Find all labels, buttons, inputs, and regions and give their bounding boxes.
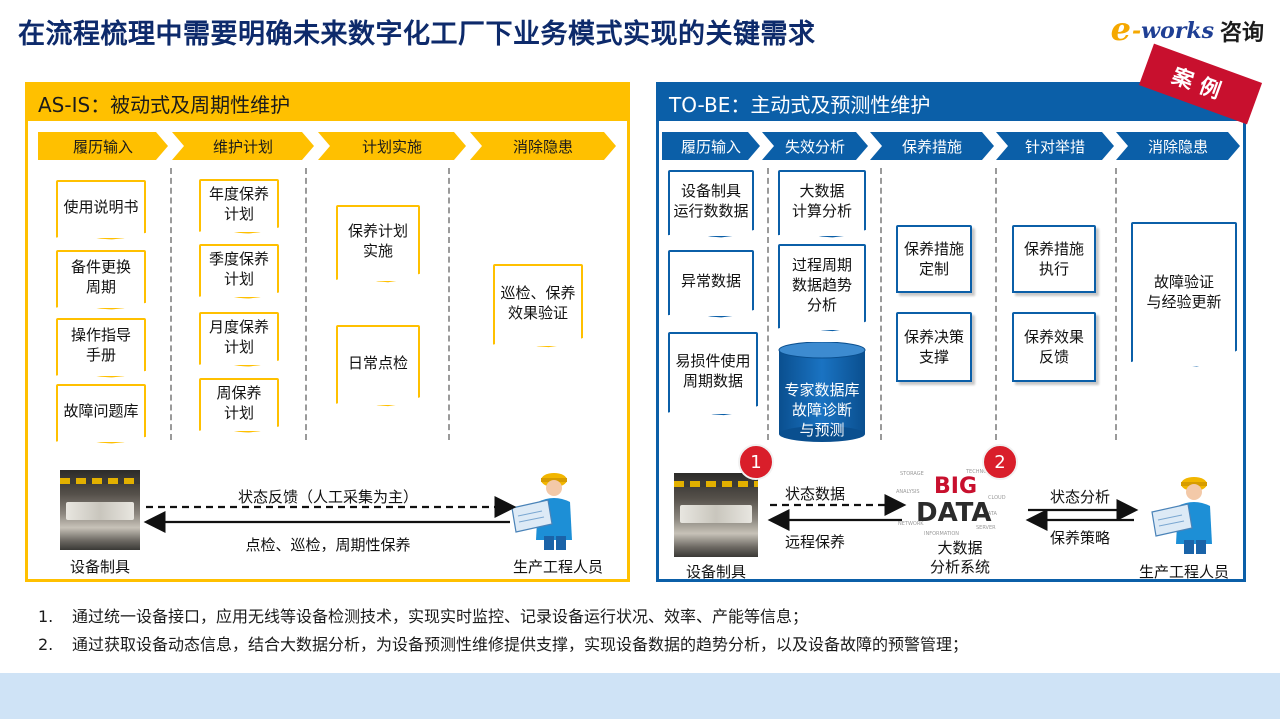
svg-text:DATA: DATA [984, 511, 997, 517]
big-data-wordcloud-icon: STORAGE TECHNOLOGY ANALYSIS CLOUD NETWORK S… [896, 469, 1006, 537]
tobe-equipment-photo [674, 473, 758, 557]
asis-doc-effect-verification: 巡检、保养 效果验证 [493, 264, 583, 348]
tobe-step-history-input: 履历输入 [662, 132, 760, 160]
asis-doc-spare-parts-cycle: 备件更换 周期 [56, 250, 146, 310]
svg-text:INFORMATION: INFORMATION [924, 531, 959, 537]
asis-doc-user-manual: 使用说明书 [56, 180, 146, 240]
asis-doc-weekly-plan: 周保养 计划 [199, 378, 279, 433]
tobe-bigdata-system-label: 大数据 分析系统 [929, 539, 990, 576]
tobe-doc-measure-customization: 保养措施 定制 [896, 225, 972, 293]
tobe-badge-2: 2 [982, 444, 1018, 480]
tobe-divider-3 [995, 168, 997, 440]
bigdata-data-text: DATA [916, 498, 992, 528]
eworks-logo: e -works 咨询 [1111, 12, 1264, 46]
svg-text:SERVER: SERVER [976, 525, 996, 531]
tobe-arrow-maintenance-strategy-label: 保养策略 [1049, 529, 1110, 547]
tobe-divider-1 [767, 168, 769, 440]
asis-doc-daily-inspection: 日常点检 [336, 325, 420, 407]
tobe-step-targeted-actions: 针对举措 [996, 132, 1114, 160]
tobe-doc-wear-parts-data: 易损件使用 周期数据 [668, 332, 758, 416]
footnote-2: 2.通过获取设备动态信息，结合大数据分析，为设备预测性维修提供支撑，实现设备数据… [38, 635, 969, 654]
asis-doc-plan-implementation: 保养计划 实施 [336, 205, 420, 283]
asis-equipment-photo [60, 470, 140, 550]
footnote-1: 1.通过统一设备接口，应用无线等设备检测技术，实现实时监控、记录设备运行状况、效… [38, 607, 809, 626]
logo-e-letter: e [1110, 10, 1131, 48]
tobe-step-eliminate-hazards: 消除隐患 [1116, 132, 1240, 160]
tobe-doc-decision-support: 保养决策 支撑 [896, 312, 972, 382]
asis-doc-operation-manual: 操作指导 手册 [56, 318, 146, 378]
logo-works-text: -works [1132, 18, 1214, 44]
bottom-band [0, 673, 1280, 719]
tobe-equipment-label: 设备制具 [685, 563, 746, 581]
tobe-divider-4 [1115, 168, 1117, 440]
svg-text:ANALYSIS: ANALYSIS [896, 489, 920, 495]
bigdata-big-text: BIG [934, 474, 977, 499]
asis-panel-header: AS-IS：被动式及周期性维护 [28, 85, 627, 121]
tobe-doc-bigdata-analysis: 大数据 计算分析 [778, 170, 866, 238]
tobe-badge-1: 1 [738, 444, 774, 480]
asis-arrow-inspection-label: 点检、巡检，周期性保养 [245, 536, 411, 554]
asis-doc-monthly-plan: 月度保养 计划 [199, 312, 279, 367]
tobe-doc-fault-verification: 故障验证 与经验更新 [1131, 222, 1237, 367]
logo-consulting-text: 咨询 [1219, 20, 1264, 46]
asis-worker-icon [511, 473, 572, 550]
asis-worker-label: 生产工程人员 [512, 558, 603, 576]
tobe-expert-database-icon [778, 342, 866, 442]
tobe-worker-label: 生产工程人员 [1138, 563, 1229, 581]
svg-text:TECHNOLOGY: TECHNOLOGY [965, 469, 1001, 475]
asis-doc-fault-library: 故障问题库 [56, 384, 146, 444]
tobe-doc-equipment-run-data: 设备制具 运行数数据 [668, 170, 754, 238]
asis-step-plan-implementation: 计划实施 [318, 132, 466, 160]
asis-step-eliminate-hazards: 消除隐患 [470, 132, 616, 160]
asis-divider-3 [448, 168, 450, 440]
asis-step-maintenance-plan: 维护计划 [172, 132, 314, 160]
asis-divider-2 [305, 168, 307, 440]
asis-equipment-label: 设备制具 [69, 558, 130, 576]
tobe-step-maintenance-measures: 保养措施 [870, 132, 994, 160]
tobe-doc-effect-feedback: 保养效果 反馈 [1012, 312, 1096, 382]
svg-text:STORAGE: STORAGE [900, 471, 924, 477]
tobe-step-failure-analysis: 失效分析 [762, 132, 868, 160]
asis-doc-annual-plan: 年度保养 计划 [199, 179, 279, 234]
tobe-doc-measure-execution: 保养措施 执行 [1012, 225, 1096, 293]
tobe-doc-abnormal-data: 异常数据 [668, 250, 754, 318]
asis-arrow-feedback-label: 状态反馈（人工采集为主） [237, 488, 418, 506]
tobe-panel-header: TO-BE：主动式及预测性维护 [659, 85, 1243, 121]
svg-text:NETWORK: NETWORK [898, 521, 924, 527]
tobe-arrow-remote-maintenance-label: 远程保养 [784, 533, 845, 551]
tobe-doc-trend-analysis: 过程周期 数据趋势 分析 [778, 244, 866, 332]
tobe-expert-database-label: 专家数据库 故障诊断 与预测 [784, 381, 860, 439]
asis-divider-1 [170, 168, 172, 440]
asis-doc-quarterly-plan: 季度保养 计划 [199, 244, 279, 299]
page-title: 在流程梳理中需要明确未来数字化工厂下业务模式实现的关键需求 [18, 19, 816, 50]
asis-step-history-input: 履历输入 [38, 132, 168, 160]
tobe-divider-2 [880, 168, 882, 440]
tobe-arrow-status-data-label: 状态数据 [784, 485, 845, 503]
svg-text:CLOUD: CLOUD [988, 495, 1006, 501]
tobe-worker-icon [1151, 477, 1212, 554]
tobe-arrow-status-analysis-label: 状态分析 [1049, 488, 1110, 506]
